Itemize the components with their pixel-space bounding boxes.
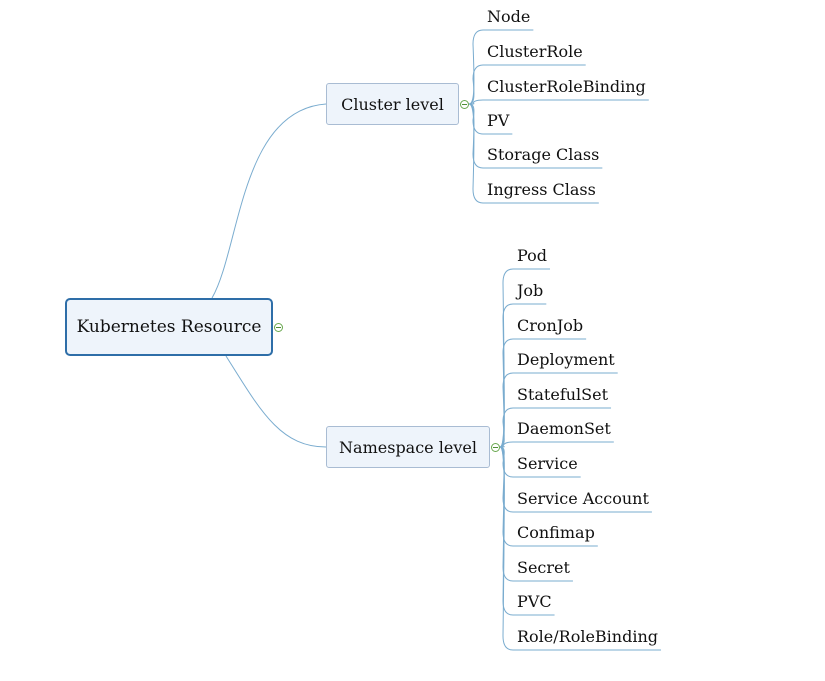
leaf-service-account[interactable]: Service Account xyxy=(517,489,649,508)
namespace-level-label: Namespace level xyxy=(339,437,477,457)
namespace-connector-5 xyxy=(499,441,614,448)
leaf-confimap[interactable]: Confimap xyxy=(517,523,595,542)
cluster-connector-1 xyxy=(468,64,586,105)
leaf-job[interactable]: Job xyxy=(517,281,544,300)
cluster-level-collapse-icon[interactable] xyxy=(460,100,469,109)
leaf-storage-class[interactable]: Storage Class xyxy=(487,145,600,164)
cluster-connector-4 xyxy=(468,103,603,169)
root-node[interactable]: Kubernetes Resource xyxy=(65,298,273,356)
cluster-connector-3 xyxy=(468,103,513,135)
leaf-pvc[interactable]: PVC xyxy=(517,592,552,611)
leaf-ingress-class[interactable]: Ingress Class xyxy=(487,180,596,199)
namespace-connector-6 xyxy=(499,446,581,478)
leaf-deployment[interactable]: Deployment xyxy=(517,350,615,369)
connector-root-to-cluster xyxy=(211,103,327,299)
cluster-connector-2 xyxy=(468,99,649,105)
namespace-level-collapse-icon[interactable] xyxy=(491,443,500,452)
leaf-pv[interactable]: PV xyxy=(487,111,510,130)
leaf-pod[interactable]: Pod xyxy=(517,246,547,265)
cluster-level-label: Cluster level xyxy=(341,94,444,114)
leaf-cluster-role-binding[interactable]: ClusterRoleBinding xyxy=(487,77,646,96)
namespace-connector-3 xyxy=(499,372,618,448)
leaf-secret[interactable]: Secret xyxy=(517,558,570,577)
leaf-node[interactable]: Node xyxy=(487,7,531,26)
root-node-label: Kubernetes Resource xyxy=(76,317,262,337)
namespace-level-node[interactable]: Namespace level xyxy=(326,426,490,468)
namespace-connector-7 xyxy=(499,446,652,513)
cluster-connector-0 xyxy=(468,29,534,105)
leaf-statefulset[interactable]: StatefulSet xyxy=(517,385,609,404)
leaf-cronjob[interactable]: CronJob xyxy=(517,316,584,335)
connector-root-to-namespace xyxy=(225,355,327,448)
leaf-daemonset[interactable]: DaemonSet xyxy=(517,419,611,438)
cluster-level-node[interactable]: Cluster level xyxy=(326,83,459,125)
cluster-connector-5 xyxy=(468,103,599,204)
root-collapse-icon[interactable] xyxy=(274,323,283,332)
namespace-connector-11 xyxy=(499,446,662,651)
leaf-role-rolebinding[interactable]: Role/RoleBinding xyxy=(517,627,659,646)
leaf-service[interactable]: Service xyxy=(517,454,578,473)
leaf-cluster-role[interactable]: ClusterRole xyxy=(487,42,583,61)
